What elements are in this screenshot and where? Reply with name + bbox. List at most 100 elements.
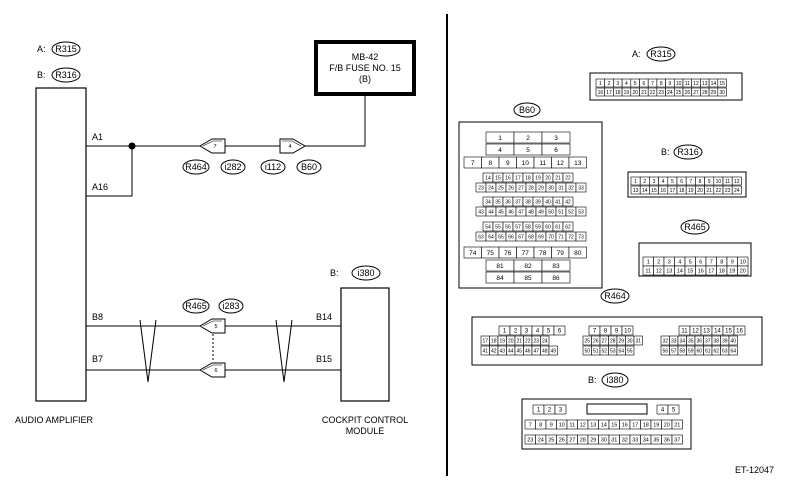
connector-pin-label: 2 [608,81,611,87]
connector-pin-label: 8 [660,81,663,87]
connector-pin-label: 23 [533,338,539,344]
connector-pin-label: 10 [740,259,746,265]
connector-pin-label: 75 [487,250,495,257]
connector-pin-label: 45 [498,209,504,215]
connector-pin-label: 35 [688,338,694,344]
connector-pin-label: 20 [545,175,551,181]
right-i380-label: i380 [606,375,623,385]
conn-i112-label: i112 [265,162,281,172]
connector-pin-label: 54 [618,348,624,354]
pin-b15: B15 [316,354,332,364]
connector-pin-label: 24 [542,338,548,344]
connector-pin [541,259,571,272]
housing-b60 [458,121,603,289]
connector-pin-label: 19 [688,188,694,194]
connector-pin [568,156,587,169]
connector-pin-label: 16 [505,175,511,181]
connector-pin-label: 7 [689,179,692,185]
connector-pin-label: 28 [702,90,708,96]
wire-a16 [86,146,133,197]
connector-pin-label: 16 [736,329,743,335]
oval-right-i380 [601,372,629,388]
connector-pin-label: 15 [495,175,501,181]
connector-pin-label: 7 [471,160,475,167]
connector-pin-label: 7 [651,81,654,87]
connector-pin-label: 65 [498,234,504,240]
connector-pin-label: 13 [666,268,672,274]
connector-pin-label: 11 [539,160,546,167]
connector-pin [728,345,738,356]
right-b-prefix: B: [661,147,670,157]
connector-pin-label: 25 [498,185,504,191]
connector-pin-label: 15 [687,268,693,274]
oval-i282 [220,159,246,175]
connector-pin-label: 16 [660,188,666,194]
connector-pin-label: 78 [539,250,547,257]
housing-r316 [627,171,747,198]
connector-pin-label: 51 [558,209,564,215]
connector-pin-label: 15 [611,422,617,428]
connector-pin-label: 36 [505,199,511,205]
connector-pin-label: 27 [569,437,575,443]
connector-pin-label: 5 [671,179,674,185]
connector-pin-label: 66 [508,234,514,240]
audio-amplifier-label: AUDIO AMPLIFIER [15,415,94,425]
oval-r316 [51,67,81,83]
connector-pin-label: 52 [568,209,574,215]
connector-pin-label: 61 [705,348,711,354]
connector-pin-label: 49 [550,348,556,354]
connector-pin-label: 8 [699,179,702,185]
connector-pin-label: 20 [632,90,638,96]
connector-pin-label: 57 [515,224,521,230]
connector-pin-label: 47 [518,209,524,215]
pin-a1: A1 [92,132,103,142]
connector-pin-label: 9 [669,81,672,87]
fuse-line1: MB-42 [352,52,379,62]
connector-pin-label: 15 [651,188,657,194]
connector-pin-label: 30 [719,90,725,96]
connector-pin [728,335,738,346]
connector-pin-label: 64 [488,234,494,240]
connector-pin-label: 70 [548,234,554,240]
connector-pin-label: 3 [616,81,619,87]
connector-pin-label: 5 [526,147,530,154]
connector-pin-label: 4 [498,147,502,154]
connector-pin-label: 12 [557,160,565,167]
b-prefix: B: [37,70,46,80]
connector-pin-label: 56 [662,348,668,354]
connector-pin-label: 21 [706,188,712,194]
connector-pin-label: 12 [693,81,699,87]
connector-pin-label: 84 [496,275,504,282]
connector-pin-label: 80 [574,250,582,257]
connector-pin-label: 37 [674,437,680,443]
connector-pin-label: 41 [555,199,561,205]
connector-pin [731,185,742,195]
connector-pin-label: 14 [601,422,607,428]
connector-pin-label: 22 [650,90,656,96]
connector-pin-label: 4 [661,408,665,414]
audio-amplifier-box [35,87,87,402]
connector-pin [562,172,574,183]
connector-pin-label: 53 [578,209,584,215]
connector-pin [625,345,635,356]
connector-pin [733,325,746,336]
connector-pin-label: 18 [491,338,497,344]
connector-pin-label: 12 [692,329,699,335]
fuse-line3: (B) [359,74,371,84]
oval-r464 [182,159,210,175]
cockpit-control-module-box [340,287,390,402]
connector-pin-label: 23 [658,90,664,96]
connector-pin-label: 21 [641,90,647,96]
connector-pin-label: 18 [525,175,531,181]
connector-pin-label: 9 [550,422,553,428]
connector-pin-label: 7 [710,259,713,265]
oval-right-r315 [646,46,676,62]
connector-pin [737,265,749,276]
connector-pin [717,87,727,97]
connector-pin-label: 17 [606,90,612,96]
connector-pin-label: 11 [569,422,575,428]
connector-pin-label: 55 [627,348,633,354]
connector-pin [541,131,571,144]
connector-pin-label: 86 [552,275,560,282]
